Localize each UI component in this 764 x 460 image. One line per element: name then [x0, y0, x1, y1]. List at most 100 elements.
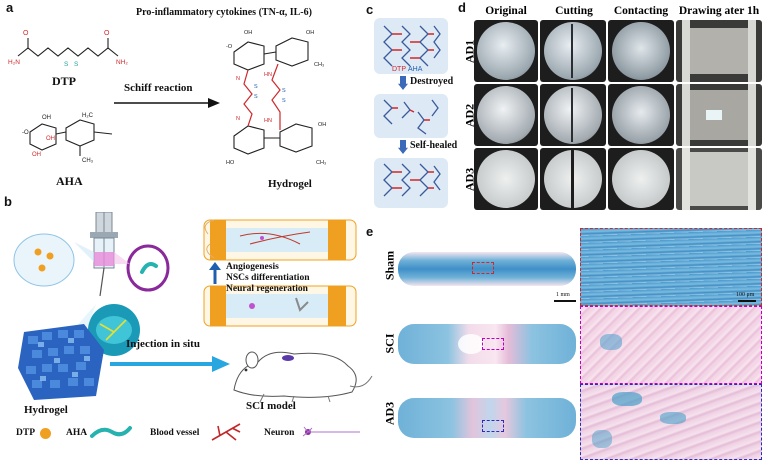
svg-text:NH₂: NH₂ [116, 59, 128, 66]
svg-text:CH₃: CH₃ [82, 158, 94, 164]
panel-e-label: e [366, 224, 374, 239]
svg-text:N: N [236, 76, 240, 82]
hydrogel-structure: S S S S N N HN HN -O OH OH CH₃ OH CH₃ HO [226, 30, 326, 166]
hydrogel-cube [18, 324, 104, 400]
svg-text:CH₃: CH₃ [314, 62, 324, 68]
svg-text:O: O [23, 30, 29, 37]
network-destroyed [374, 94, 448, 138]
scale-label-100um: 100 μm [736, 292, 755, 298]
scale-label-1mm: 1 mm [556, 292, 570, 298]
dtp-structure: O O H₂N NH₂ S S [8, 30, 128, 68]
row-sham: Sham [382, 250, 397, 281]
histology-sham-high [580, 228, 762, 306]
sham-roi-box [472, 262, 494, 274]
row-sci: SCI [382, 333, 397, 354]
svg-text:HN: HN [264, 118, 272, 124]
hydrogel-label: Hydrogel [24, 404, 68, 416]
svg-text:OH: OH [42, 115, 51, 121]
panel-d-label: d [458, 0, 466, 15]
ad3-high-blue-patch-1 [612, 392, 642, 406]
panel-c-label: c [366, 2, 374, 17]
photo-ad3-drawing [676, 148, 762, 210]
legend-dtp-label: DTP [16, 428, 35, 438]
svg-text:S: S [64, 61, 69, 68]
svg-text:H₂C: H₂C [82, 113, 94, 119]
svg-text:S: S [254, 84, 258, 90]
photo-ad3-contacting [608, 148, 674, 210]
schiff-reaction-label: Schiff reaction [124, 82, 193, 94]
up-arrow-icon [209, 262, 221, 284]
rat-illustration [233, 351, 373, 403]
svg-text:HO: HO [226, 160, 235, 166]
legend-aha-label: AHA [66, 428, 88, 438]
ad3-high-blue-patch-3 [592, 430, 612, 448]
scale-bar-100um [738, 300, 756, 302]
svg-text:N: N [236, 116, 240, 122]
svg-text:OH: OH [32, 152, 41, 158]
aha-structure: OH OH OH H₂C CH₃ -O [22, 113, 113, 164]
svg-text:S: S [282, 88, 286, 94]
panel-b-label: b [4, 194, 12, 209]
blood-vessel-icon [211, 423, 241, 441]
photo-ad1-drawing [676, 20, 762, 82]
ad3-roi-box [482, 420, 504, 432]
network-healed [374, 158, 448, 208]
svg-text:S: S [282, 98, 286, 104]
schiff-arrow [114, 98, 220, 108]
photo-ad2-original [474, 84, 538, 146]
photo-ad2-contacting [608, 84, 674, 146]
spinal-cord-diagram [203, 219, 357, 327]
syringe-illustration [13, 212, 170, 382]
photo-ad3-original [474, 148, 538, 210]
svg-text:O: O [104, 30, 110, 37]
svg-text:CH₃: CH₃ [316, 160, 326, 166]
sci-model-label: SCI model [246, 400, 296, 412]
legend-vessel-label: Blood vessel [150, 428, 200, 438]
svg-text:S: S [74, 61, 79, 68]
photo-ad1-original [474, 20, 538, 82]
network-original [374, 18, 448, 74]
aha-name: AHA [56, 174, 83, 188]
aha-tag: AHA [408, 66, 423, 73]
destroyed-arrow-icon [398, 76, 408, 90]
svg-text:HN: HN [264, 72, 272, 78]
histology-sham-low [398, 252, 576, 286]
destroyed-label: Destroyed [410, 76, 454, 87]
svg-text:OH: OH [46, 136, 55, 142]
sci-roi-box [482, 338, 504, 350]
histology-sci-low [398, 324, 576, 364]
photo-ad1-contacting [608, 20, 674, 82]
svg-text:-O: -O [22, 130, 29, 136]
svg-text:-O: -O [226, 44, 233, 50]
injection-arrow [110, 356, 230, 372]
sci-lesion-cavity [458, 334, 484, 354]
aha-chain-icon [90, 426, 132, 438]
svg-text:OH: OH [318, 122, 326, 128]
scale-bar-1mm [554, 300, 576, 302]
panel-a-title: Pro-inflammatory cytokines (TN-α, IL-6) [136, 7, 312, 18]
photo-ad2-drawing [676, 84, 762, 146]
svg-text:OH: OH [306, 30, 314, 36]
dtp-tag: DTP [392, 66, 406, 73]
svg-text:OH: OH [244, 30, 252, 36]
photo-ad3-cutting [540, 148, 606, 210]
healed-arrow-icon [398, 140, 408, 154]
col-drawing: Drawing ater 1h [678, 5, 760, 17]
photo-ad2-cutting [540, 84, 606, 146]
dtp-dot-icon [40, 428, 51, 439]
neuron-icon [302, 426, 360, 437]
effect-neural-regeneration: Neural regeneration [226, 284, 308, 294]
photo-ad1-cutting [540, 20, 606, 82]
injection-label: Injection in situ [126, 338, 200, 350]
col-cutting: Cutting [555, 5, 593, 17]
self-healed-label: Self-healed [410, 140, 458, 151]
svg-text:H₂N: H₂N [8, 59, 20, 66]
effect-angiogenesis: Angiogenesis [226, 262, 279, 272]
dtp-name: DTP [52, 74, 76, 88]
hydrogel-product-name: Hydrogel [268, 178, 312, 190]
sci-high-blue-patch [600, 334, 622, 350]
row-ad3-histology: AD3 [382, 401, 397, 426]
panel-a-label: a [6, 0, 14, 15]
legend-neuron-label: Neuron [264, 428, 295, 438]
col-contacting: Contacting [613, 5, 669, 17]
